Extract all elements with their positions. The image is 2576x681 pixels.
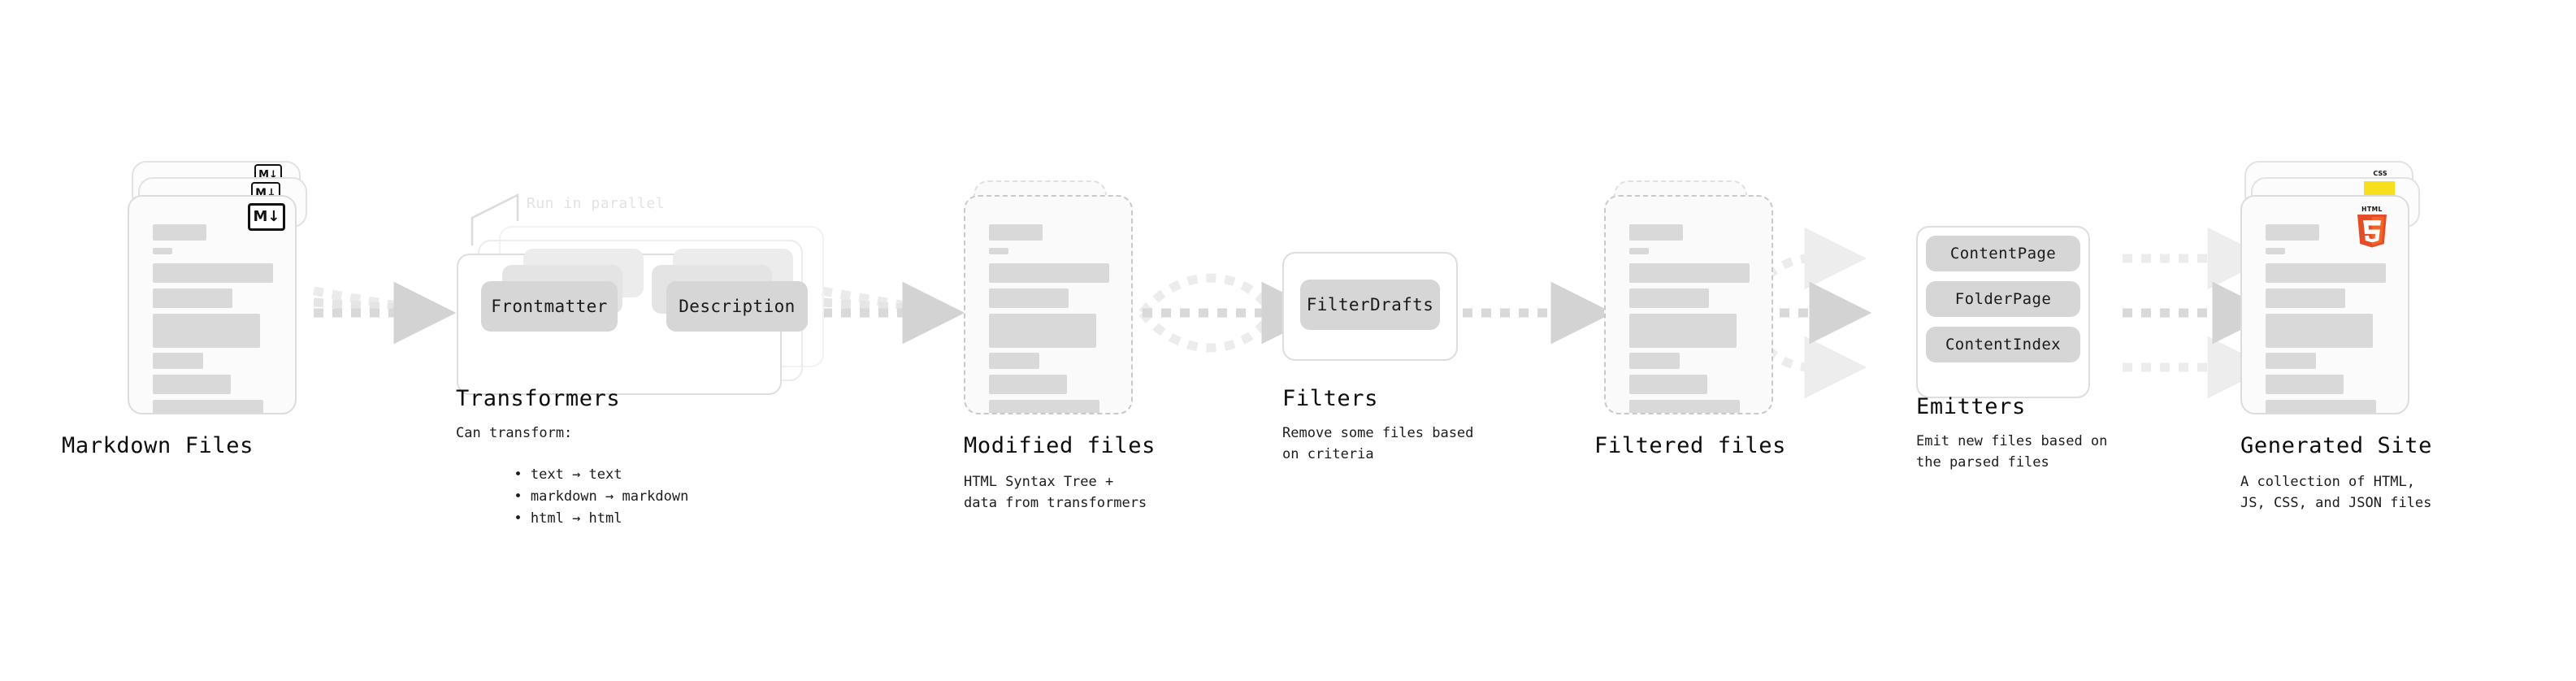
stage-title-modified-files: Modified files [964,433,1156,458]
filters-description: Remove some files based on criteria [1282,425,1474,463]
bullet-text: html → html [530,510,622,527]
skeleton-line [153,288,232,308]
skeleton-line [153,314,260,348]
skeleton-line [153,248,172,254]
stage-title-filtered-files: Filtered files [1594,433,1786,458]
skeleton-line [1629,400,1740,413]
skeleton-line [989,288,1069,308]
filtered-file-card-front [1604,195,1773,414]
transformers-description: Can transform: [456,425,573,441]
markdown-file-card-front [128,195,297,414]
stage-title-markdown-files: Markdown Files [62,433,254,458]
markdown-icon: M↓ [248,203,285,231]
modified-file-card-front [964,195,1133,414]
js-icon [2364,181,2395,199]
skeleton-line [153,224,206,241]
transformer-pill-frontmatter[interactable]: Frontmatter [481,281,618,332]
svg-text:CSS: CSS [2373,170,2387,177]
skeleton-line [153,353,203,369]
skeleton-line [1629,314,1737,348]
skeleton-line [1629,224,1683,241]
skeleton-line [989,248,1008,254]
arrow-md-to-transformers [313,281,457,345]
transformers-bullet-3: • html → html [514,510,622,527]
skeleton-line [989,314,1096,348]
generated-site-description: A collection of HTML, JS, CSS, and JSON … [2240,474,2432,512]
bullet-text: markdown → markdown [530,488,689,505]
skeleton-line [153,400,263,413]
stage-title-generated-site: Generated Site [2240,433,2432,458]
skeleton-line [1629,375,1707,394]
skeleton-line [2266,248,2285,254]
arrow-emitters-to-site [2123,227,2275,399]
emitter-pill-folderpage[interactable]: FolderPage [1926,281,2080,317]
transformers-bullet-1: • text → text [514,466,622,484]
transformer-pill-description[interactable]: Description [666,281,808,332]
emitter-pill-contentindex[interactable]: ContentIndex [1926,327,2080,362]
stage-title-emitters: Emitters [1916,394,2026,419]
skeleton-line [989,353,1039,369]
svg-text:HTML: HTML [2361,206,2383,213]
filter-pill-filterdrafts[interactable]: FilterDrafts [1300,280,1440,330]
html5-icon: HTML [2353,205,2391,249]
emitters-description: Emit new files based on the parsed files [1916,433,2108,471]
stage-title-transformers: Transformers [456,386,621,411]
emitter-pill-contentpage[interactable]: ContentPage [1926,236,2080,271]
arrow-transformers-to-modified [822,281,965,345]
skeleton-line [2266,224,2319,241]
skeleton-line [2266,400,2376,413]
run-in-parallel-label: Run in parallel [527,195,666,212]
skeleton-line [2266,353,2316,369]
skeleton-line [1629,263,1750,283]
skeleton-line [989,224,1043,241]
transformers-bullet-2: • markdown → markdown [514,488,689,505]
skeleton-line [989,375,1067,394]
bullet-text: text → text [530,466,622,484]
skeleton-line [1629,288,1709,308]
skeleton-line [153,263,273,283]
skeleton-line [989,263,1109,283]
skeleton-line [2266,288,2345,308]
skeleton-line [2266,375,2344,394]
skeleton-line [2266,263,2386,283]
skeleton-line [989,400,1099,413]
skeleton-line [1629,353,1680,369]
modified-files-description: HTML Syntax Tree + data from transformer… [964,474,1147,512]
skeleton-line [2266,314,2373,348]
arrow-modified-to-filters [1138,273,1325,353]
skeleton-line [1629,248,1649,254]
skeleton-line [153,375,231,394]
stage-title-filters: Filters [1282,386,1378,411]
